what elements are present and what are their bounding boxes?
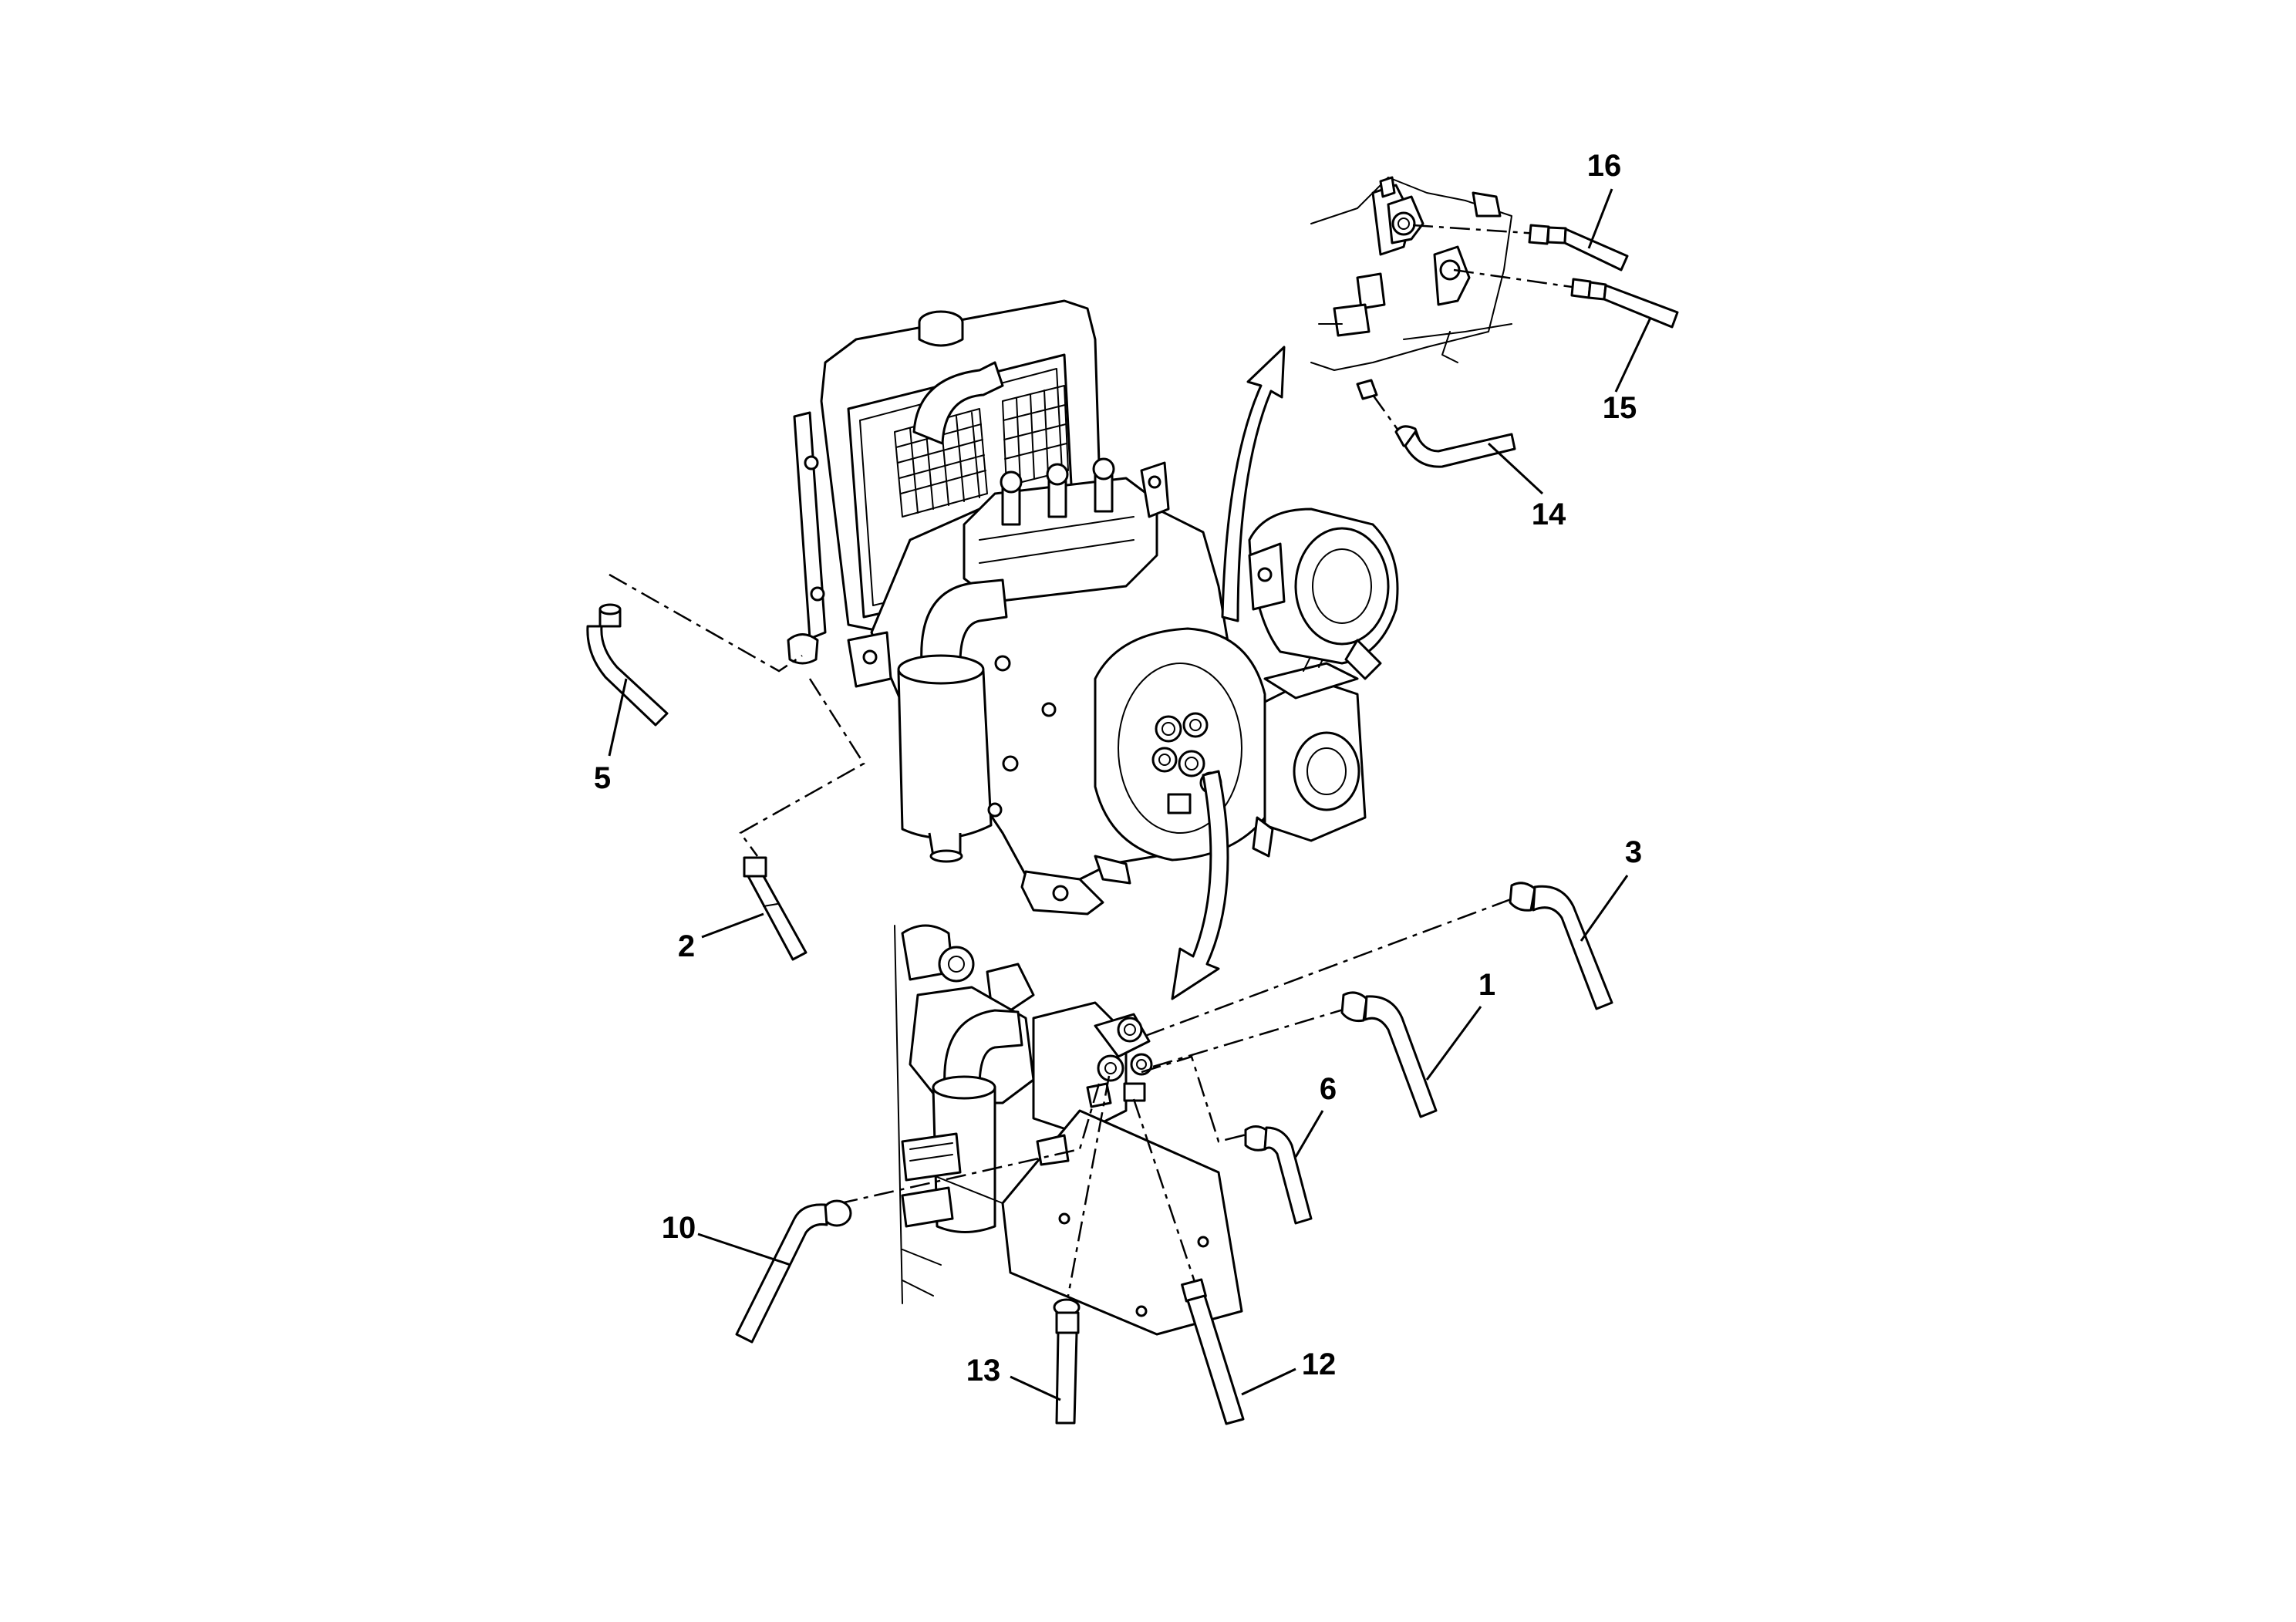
callout-13: 13 [966, 1354, 1001, 1388]
callout-5: 5 [594, 761, 611, 795]
hose-6 [1141, 1055, 1313, 1225]
hose-12 [1132, 1098, 1245, 1425]
callout-16: 16 [1587, 149, 1622, 183]
callout-1: 1 [1478, 968, 1495, 1002]
upper-transfer-arrow [1221, 346, 1286, 622]
hose-15 [1453, 268, 1679, 329]
detail-inset-lower [894, 924, 1243, 1336]
callout-3: 3 [1625, 835, 1642, 869]
callout-6: 6 [1320, 1072, 1337, 1106]
callout-10: 10 [662, 1211, 696, 1245]
callout-15: 15 [1603, 391, 1637, 425]
callout-labels: 16 15 14 5 2 3 1 6 10 13 12 [594, 149, 1642, 1388]
hose-16 [1412, 224, 1629, 271]
callout-14: 14 [1532, 497, 1566, 531]
hose-3 [1145, 882, 1613, 1037]
hose-14 [1356, 379, 1516, 468]
callout-2: 2 [678, 929, 695, 963]
hose-2 [739, 678, 865, 961]
callout-12: 12 [1302, 1347, 1337, 1381]
engine-assembly [787, 299, 1399, 916]
detail-inset-upper [1310, 176, 1512, 371]
hose-10 [735, 1083, 1101, 1344]
leader-lines [608, 188, 1652, 1401]
lower-transfer-arrow [1171, 770, 1229, 1000]
hose-13 [1053, 1075, 1111, 1425]
hose-5 [586, 573, 803, 727]
hose-1 [1152, 991, 1438, 1118]
